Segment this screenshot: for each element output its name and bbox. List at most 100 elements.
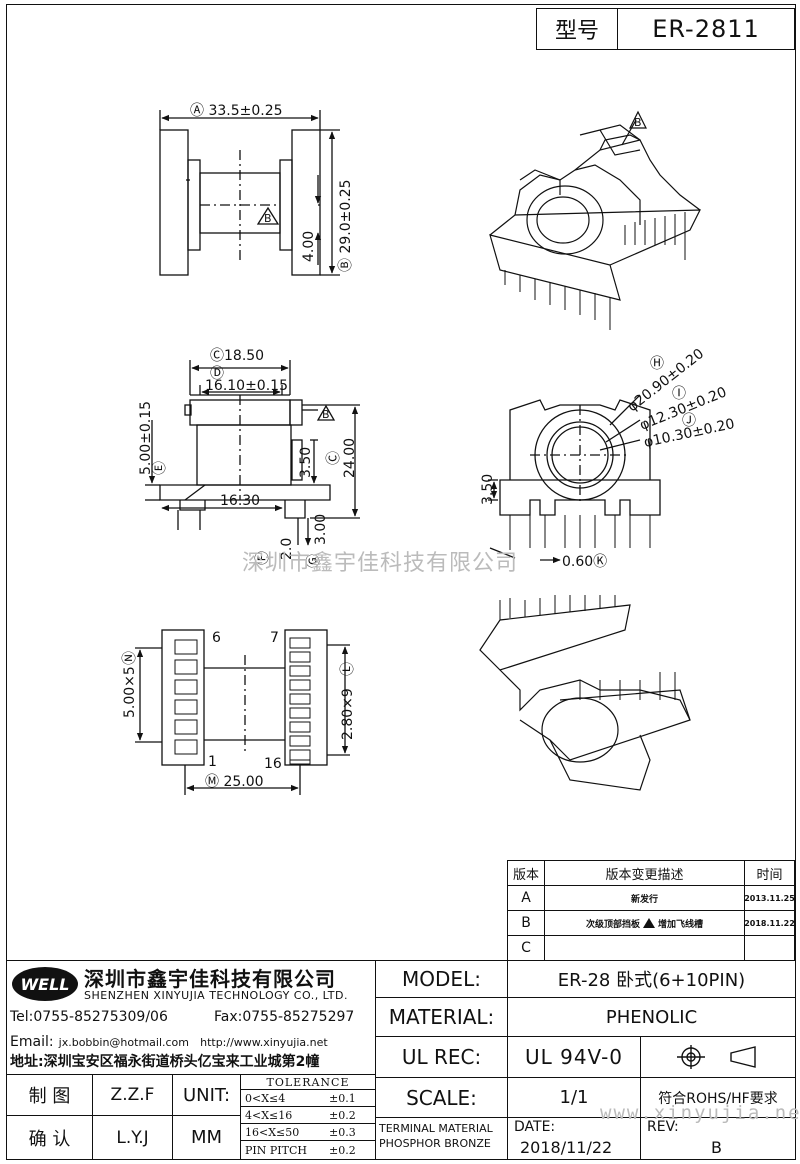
tolerance-row-2: 4<X≤16 ±0.2 [240,1106,376,1124]
rev-row-a-desc-text: 新发行 [630,894,658,905]
rev-row-a-date-text: 2013.11.25 [744,893,795,903]
company-name-en: SHENZHEN XINYUJIA TECHNOLOGY CO., LTD. [84,989,348,1002]
tb-ulrec-value-text: UL 94V-0 [524,1045,624,1069]
dim-3-50-c: 3.50 [298,447,314,478]
dim-m: Ⓜ 25.00 [205,774,264,790]
tb-ulrec-value: UL 94V-0 [507,1036,641,1078]
dim-3-50-h: 3.50 [480,474,496,505]
tolerance-title-text: TOLERANCE [266,1075,350,1089]
dim-c2: Ⓒ [326,451,342,465]
tb-material-label: MATERIAL: [375,997,508,1037]
header-model-label-text: 型号 [554,19,599,44]
top-view-drawing [159,110,340,276]
dim-j: Ⓙ [682,413,696,429]
tb-material-value-text: PHENOLIC [605,1006,698,1028]
dim-c: Ⓒ18.50 [210,348,264,364]
dim-b: Ⓑ 29.0±0.25 [338,179,354,272]
bottom-view-drawing [135,629,350,795]
dim-2-80: 2.80×9 [340,688,356,740]
rev-header-ver-text: 版本 [512,867,539,883]
pin-label-6: 6 [212,630,221,646]
tb-date-label: DATE: [514,1119,556,1135]
company-name-cn: 深圳市鑫宇佳科技有限公司 [84,967,336,991]
tolerance-value-1: ±0.1 [329,1092,356,1105]
watermark-url: www.xinyujia.net [600,1102,800,1124]
rev-row-c-desc [544,935,745,961]
tb-model-label-text: MODEL: [402,967,481,991]
tb-draw-value: Z.Z.F [92,1074,173,1116]
isometric-view-top [489,110,701,330]
company-fax: Fax:0755-85275297 [214,1009,355,1025]
dim-d: Ⓓ [210,366,224,382]
dim-i: Ⓘ [672,386,686,402]
tb-material-value: PHENOLIC [507,997,796,1037]
dim-l: Ⓛ [340,662,356,676]
dim-5x5: 5.00×5 [122,666,138,718]
company-logo-text: WELL [20,974,70,994]
tb-rohs-text: 符合ROHS/HF要求 [658,1090,778,1107]
company-tel: Tel:0755-85275309/06 [10,1009,168,1025]
tb-unit-value: MM [172,1115,241,1160]
tb-draw-label-text: 制 图 [28,1086,71,1107]
dim-4: 4.00 [301,231,317,262]
tb-draw-value-text: Z.Z.F [110,1085,155,1105]
rev-row-b-desc-b: 增加飞线槽 [658,919,704,930]
tb-date: DATE: 2018/11/22 [507,1117,641,1160]
dim-n: Ⓝ [122,651,138,665]
tb-ulrec-label-text: UL REC: [401,1045,482,1069]
rev-header-date: 时间 [744,860,795,886]
tb-ulrec-label: UL REC: [375,1036,508,1078]
header-model-label: 型号 [536,8,618,50]
tb-terminal-label: TERMINAL MATERIAL [379,1122,493,1135]
company-http: http://www.xinyujia.net [200,1036,328,1049]
rev-row-c-ver-text: C [521,940,531,956]
tolerance-value-2: ±0.2 [329,1109,356,1122]
tb-rev-label: REV: [647,1119,679,1135]
rev-row-c-date [744,935,795,961]
side-view-drawing [488,394,661,564]
tb-rev: REV: B [640,1117,796,1160]
tb-unit-label-text: UNIT: [182,1084,231,1106]
pin-label-1: 1 [208,754,217,770]
rev-row-a-desc: 新发行 [544,885,745,911]
tb-unit-label: UNIT: [172,1074,241,1116]
rev-header-desc-text: 版本变更描述 [605,867,684,883]
dim-k: 0.60Ⓚ [562,554,607,570]
company-address: 地址:深圳宝安区福永街道桥头亿宝来工业城第2幢 [10,1054,320,1070]
tb-unit-value-text: MM [190,1127,223,1148]
tb-model-label: MODEL: [375,960,508,998]
tb-check-label: 确 认 [6,1115,93,1160]
tolerance-range-3: 16<X≤50 [245,1126,300,1139]
tb-material-label-text: MATERIAL: [388,1005,495,1029]
dim-16-30: 16.30 [220,493,260,509]
rev-row-b-date-text: 2018.11.22 [744,918,795,928]
tb-terminal: TERMINAL MATERIAL PHOSPHOR BRONZE [375,1117,508,1160]
tb-scale-label: SCALE: [375,1077,508,1118]
dim-5: 5.00±0.15 [138,401,154,475]
dim-a: Ⓐ 33.5±0.25 [190,103,283,119]
dim-f: Ⓕ [255,551,271,565]
dim-16-10: 16.10±0.15 [205,378,288,394]
tri-b-c: B [322,408,330,421]
company-email: jx.bobbin@hotmail.com [58,1036,189,1049]
rev-header-date-text: 时间 [756,867,783,883]
tolerance-value-3: ±0.3 [329,1126,356,1139]
tri-b-3d: B [634,116,642,129]
tb-scale-label-text: SCALE: [406,1085,477,1110]
company-block: WELL 深圳市鑫宇佳科技有限公司 SHENZHEN XINYUJIA TECH… [6,960,376,1072]
tri-b-a: B [264,212,272,225]
company-logo: WELL [12,967,78,1001]
rev-row-a-date: 2013.11.25 [744,885,795,911]
dim-3: 3.00 [313,514,329,545]
tb-model-value-text: ER-28 卧式(6+10PIN) [557,970,746,991]
tb-model-value: ER-28 卧式(6+10PIN) [507,960,796,998]
pin-label-16: 16 [264,756,282,772]
dim-g: Ⓖ [306,554,322,568]
rev-header-ver: 版本 [507,860,545,886]
tb-check-value: L.Y.J [92,1115,173,1160]
rev-row-b-ver-text: B [521,915,531,931]
header-model-value-text: ER-2811 [652,15,760,43]
projection-symbol [640,1036,796,1078]
isometric-view-bottom [479,595,691,791]
rev-row-b-desc: 次级顶部挡板 增加飞线槽 [544,910,745,936]
